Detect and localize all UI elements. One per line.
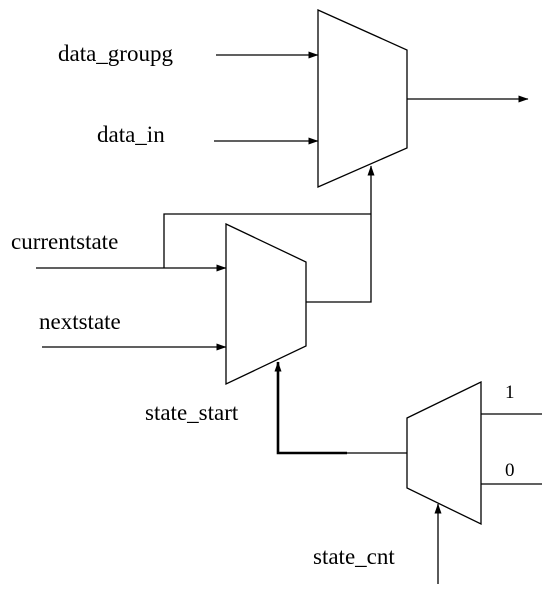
start-mux (406, 380, 482, 526)
data-groupg-label: data_groupg (58, 41, 173, 66)
constant-zero-label: 0 (505, 460, 515, 481)
state-mux (225, 222, 307, 386)
data-in-label: data_in (97, 122, 165, 147)
constant-one-label: 1 (505, 382, 515, 403)
state-mux-output-wire (306, 165, 375, 303)
state-start-label: state_start (145, 400, 239, 425)
state-cnt-label: state_cnt (313, 544, 395, 569)
output-mux (317, 8, 408, 188)
currentstate-label: currentstate (11, 229, 118, 254)
state-start-wire (274, 361, 347, 455)
nextstate-label: nextstate (39, 309, 121, 334)
currentstate-branch-wire (163, 213, 371, 268)
